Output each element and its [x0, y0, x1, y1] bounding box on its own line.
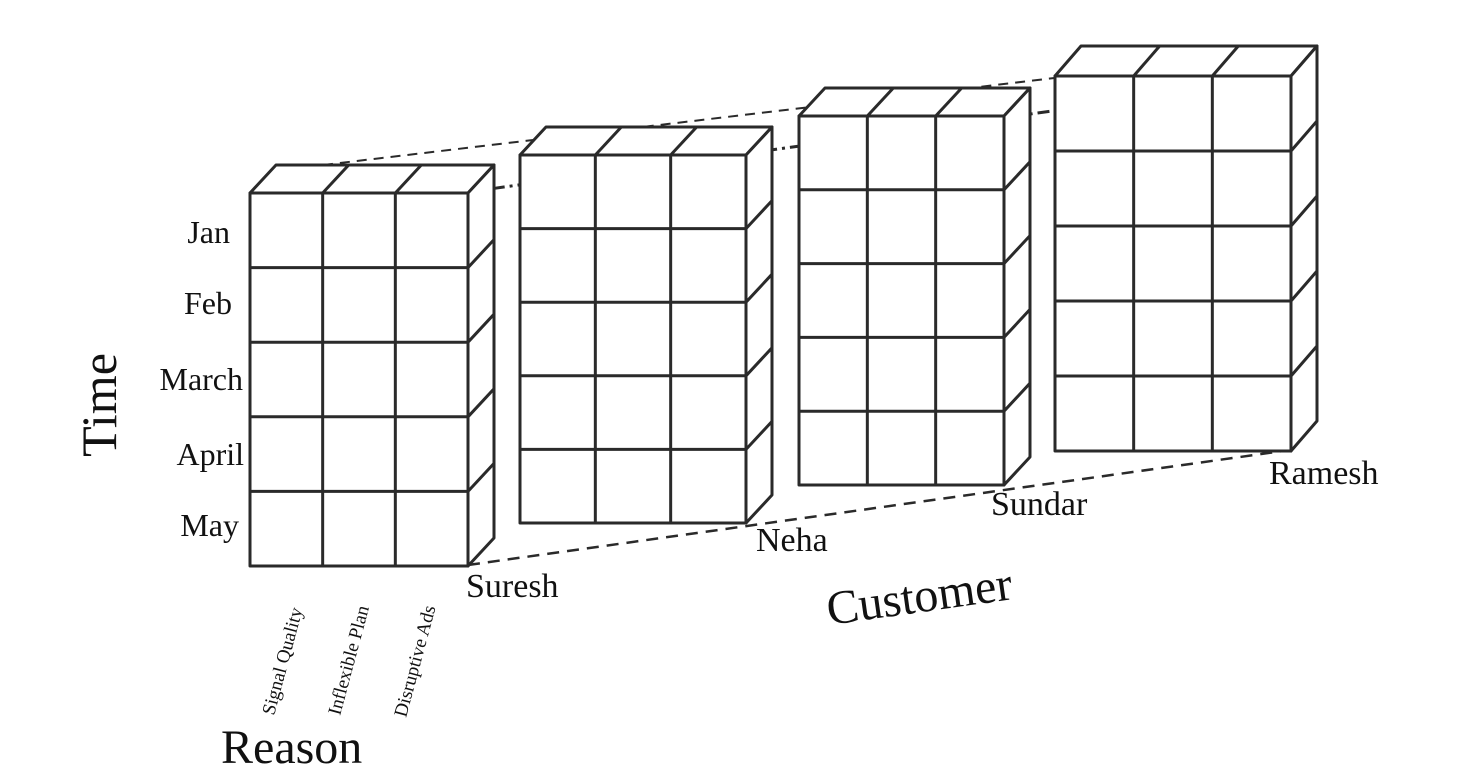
cube-slice-suresh	[248, 163, 496, 568]
side-face	[1289, 44, 1319, 453]
top-grid-line	[1211, 45, 1240, 77]
front-face	[1053, 74, 1293, 453]
front-face	[518, 153, 748, 525]
customer-label-ramesh: Ramesh	[1269, 455, 1379, 492]
side-grid-line	[744, 346, 774, 377]
time-axis-title: Time	[71, 353, 127, 457]
side-grid-line	[1289, 270, 1319, 302]
side-grid-line	[466, 313, 496, 344]
customer-axis-title: Customer	[823, 557, 1015, 635]
top-grid-line	[1132, 45, 1161, 77]
customer-slices	[248, 44, 1319, 568]
reason-label-inflexible-plan: Inflexible Plan	[325, 603, 375, 717]
side-grid-line	[744, 273, 774, 304]
front-face	[797, 114, 1006, 487]
top-grid-line	[594, 125, 623, 157]
reason-label-signal-quality: Signal Quality	[259, 605, 308, 717]
reason-labels: Signal Quality Inflexible Plan Disruptiv…	[259, 603, 441, 719]
side-grid-line	[466, 238, 496, 269]
side-grid-line	[466, 462, 496, 493]
side-grid-line	[744, 199, 774, 230]
side-grid-line	[1289, 195, 1319, 227]
time-labels: Jan Feb March April May	[159, 214, 244, 543]
top-grid-line	[866, 86, 895, 118]
side-face	[466, 163, 496, 568]
side-grid-line	[1002, 308, 1032, 339]
time-label-feb: Feb	[184, 285, 232, 321]
reason-label-disruptive-ads: Disruptive Ads	[391, 603, 441, 719]
time-label-may: May	[180, 507, 239, 543]
top-grid-line	[394, 163, 423, 195]
top-face	[797, 86, 1032, 118]
side-face	[1002, 86, 1032, 487]
cube-slice-sundar	[797, 86, 1032, 487]
side-grid-line	[744, 420, 774, 451]
cube-slice-neha	[518, 125, 774, 525]
top-grid-line	[321, 163, 350, 195]
bottom-dashed-line	[467, 448, 1291, 567]
customer-label-sundar: Sundar	[991, 486, 1088, 523]
customer-labels: Suresh Neha Sundar Ramesh	[466, 455, 1379, 605]
top-grid-line	[669, 125, 698, 157]
cube-slice-ramesh	[1053, 44, 1319, 453]
time-label-april: April	[176, 436, 244, 472]
reason-axis-title: Reason	[221, 721, 362, 774]
side-grid-line	[1002, 382, 1032, 413]
side-grid-line	[466, 387, 496, 418]
customer-label-neha: Neha	[756, 522, 828, 559]
time-label-march: March	[159, 361, 243, 397]
time-label-jan: Jan	[187, 214, 230, 250]
top-face	[518, 125, 774, 157]
customer-label-suresh: Suresh	[466, 568, 559, 605]
side-grid-line	[1289, 120, 1319, 152]
side-grid-line	[1002, 234, 1032, 265]
side-face	[744, 125, 774, 525]
side-grid-line	[1002, 160, 1032, 191]
top-face	[1053, 44, 1319, 78]
front-face	[248, 191, 470, 568]
top-grid-line	[934, 86, 963, 118]
side-grid-line	[1289, 345, 1319, 377]
top-face	[248, 163, 496, 195]
